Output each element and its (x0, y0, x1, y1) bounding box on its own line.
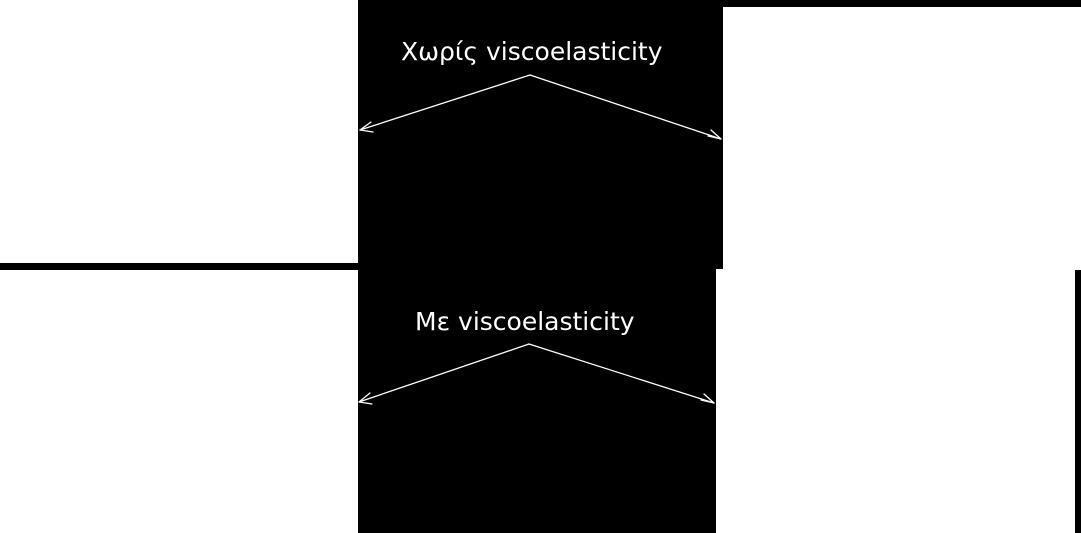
right-edge-line (1075, 270, 1081, 533)
top-border-line (723, 0, 1081, 7)
middle-divider-line (0, 263, 358, 270)
bottom-label: Με viscoelasticity (415, 307, 635, 336)
top-label: Χωρίς viscoelasticity (401, 37, 663, 66)
